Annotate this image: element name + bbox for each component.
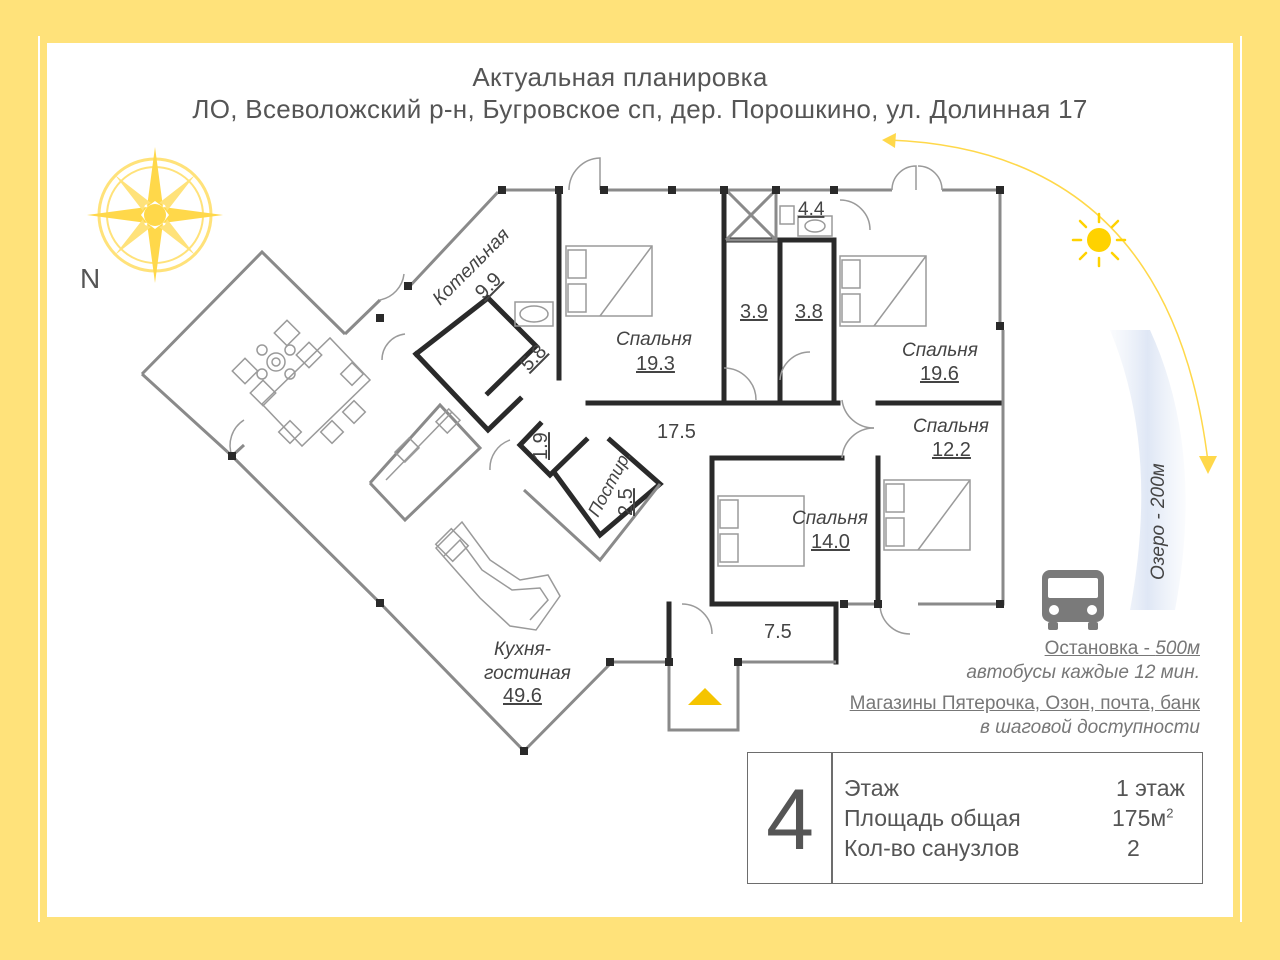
- bus-frequency-note: автобусы каждые 12 мин.: [966, 662, 1200, 683]
- room-area-closet2: 3.8: [795, 301, 823, 323]
- room-name-bedroom1: Спальня: [616, 329, 692, 350]
- room-area-entry: 7.5: [764, 621, 792, 643]
- shops-label: Магазины Пятерочка, Озон, почта, банк: [849, 693, 1200, 714]
- bus-stop-distance: 500м: [1155, 638, 1200, 659]
- room-area-bath-small: 5.8: [516, 340, 551, 375]
- room-name-living-2: гостиная: [484, 663, 571, 684]
- room-area-living: 49.6: [503, 685, 542, 707]
- room-labels: Котельная 9.9 5.8 Спальня 19.3 3.9 3.8 4…: [429, 199, 1169, 707]
- info-label-floor: Этаж: [844, 775, 899, 801]
- bus-stop-line: Остановка - 500м: [1045, 638, 1200, 660]
- door-swings: [229, 157, 943, 635]
- sun-icon: [1071, 212, 1127, 268]
- room-area-hall: 17.5: [657, 421, 696, 443]
- room-area-bedroom2: 19.6: [920, 363, 959, 385]
- room-area-wc: 4.4: [798, 199, 825, 220]
- info-divider: [831, 753, 833, 883]
- info-value-area: 175м2: [1112, 805, 1173, 832]
- beds: [565, 245, 971, 567]
- info-value-area-number: 175м: [1112, 805, 1167, 831]
- info-value-bathrooms: 2: [1127, 835, 1140, 861]
- room-area-bedroom3: 12.2: [932, 439, 971, 461]
- kitchen-counter: [385, 407, 462, 481]
- walls: [412, 187, 1003, 665]
- bus-icon: [1042, 570, 1104, 630]
- north-label: N: [80, 263, 101, 294]
- info-box: 4 Этаж 1 этаж Площадь общая 175м2 Кол-во…: [747, 752, 1203, 884]
- shops-note: в шаговой доступности: [979, 717, 1200, 738]
- lake-label: Озеро - 200м: [1148, 463, 1169, 580]
- room-name-bedroom3: Спальня: [913, 416, 989, 437]
- info-value-area-sup: 2: [1166, 805, 1174, 821]
- compass-rose-icon: [87, 147, 223, 283]
- room-area-storage: 1.9: [530, 432, 552, 460]
- sofa: [434, 520, 561, 631]
- info-label-area: Площадь общая: [844, 805, 1021, 831]
- dining-table: [231, 319, 372, 448]
- sun-path: [882, 133, 1217, 474]
- plan-number: 4: [766, 772, 814, 868]
- outer-frame: [24, 22, 1256, 936]
- room-name-bedroom2: Спальня: [902, 340, 978, 361]
- info-label-bathrooms: Кол-во санузлов: [844, 835, 1020, 861]
- plan-address: ЛО, Всеволожский р-н, Бугровское сп, дер…: [192, 94, 1088, 124]
- inner-frame: [40, 36, 1240, 924]
- bus-stop-label: Остановка -: [1044, 638, 1156, 659]
- column-posts: [228, 186, 1004, 755]
- room-area-closet1: 3.9: [740, 301, 768, 323]
- entrance-arrow-icon: [688, 688, 722, 705]
- room-area-bedroom4: 14.0: [811, 531, 850, 553]
- bath-fixtures: [514, 199, 871, 327]
- room-area-laundry: 2.5: [615, 488, 637, 516]
- room-area-bedroom1: 19.3: [636, 353, 675, 375]
- info-value-floor: 1 этаж: [1116, 775, 1185, 801]
- room-name-bedroom4: Спальня: [792, 508, 868, 529]
- plan-title: Актуальная планировка: [472, 62, 768, 92]
- room-name-living-1: Кухня-: [494, 639, 551, 660]
- room-name-boiler: Котельная: [429, 224, 514, 309]
- window-walls: [343, 188, 1005, 732]
- shops-line: Магазины Пятерочка, Озон, почта, банк: [850, 693, 1200, 715]
- lake-strip: [1110, 330, 1186, 610]
